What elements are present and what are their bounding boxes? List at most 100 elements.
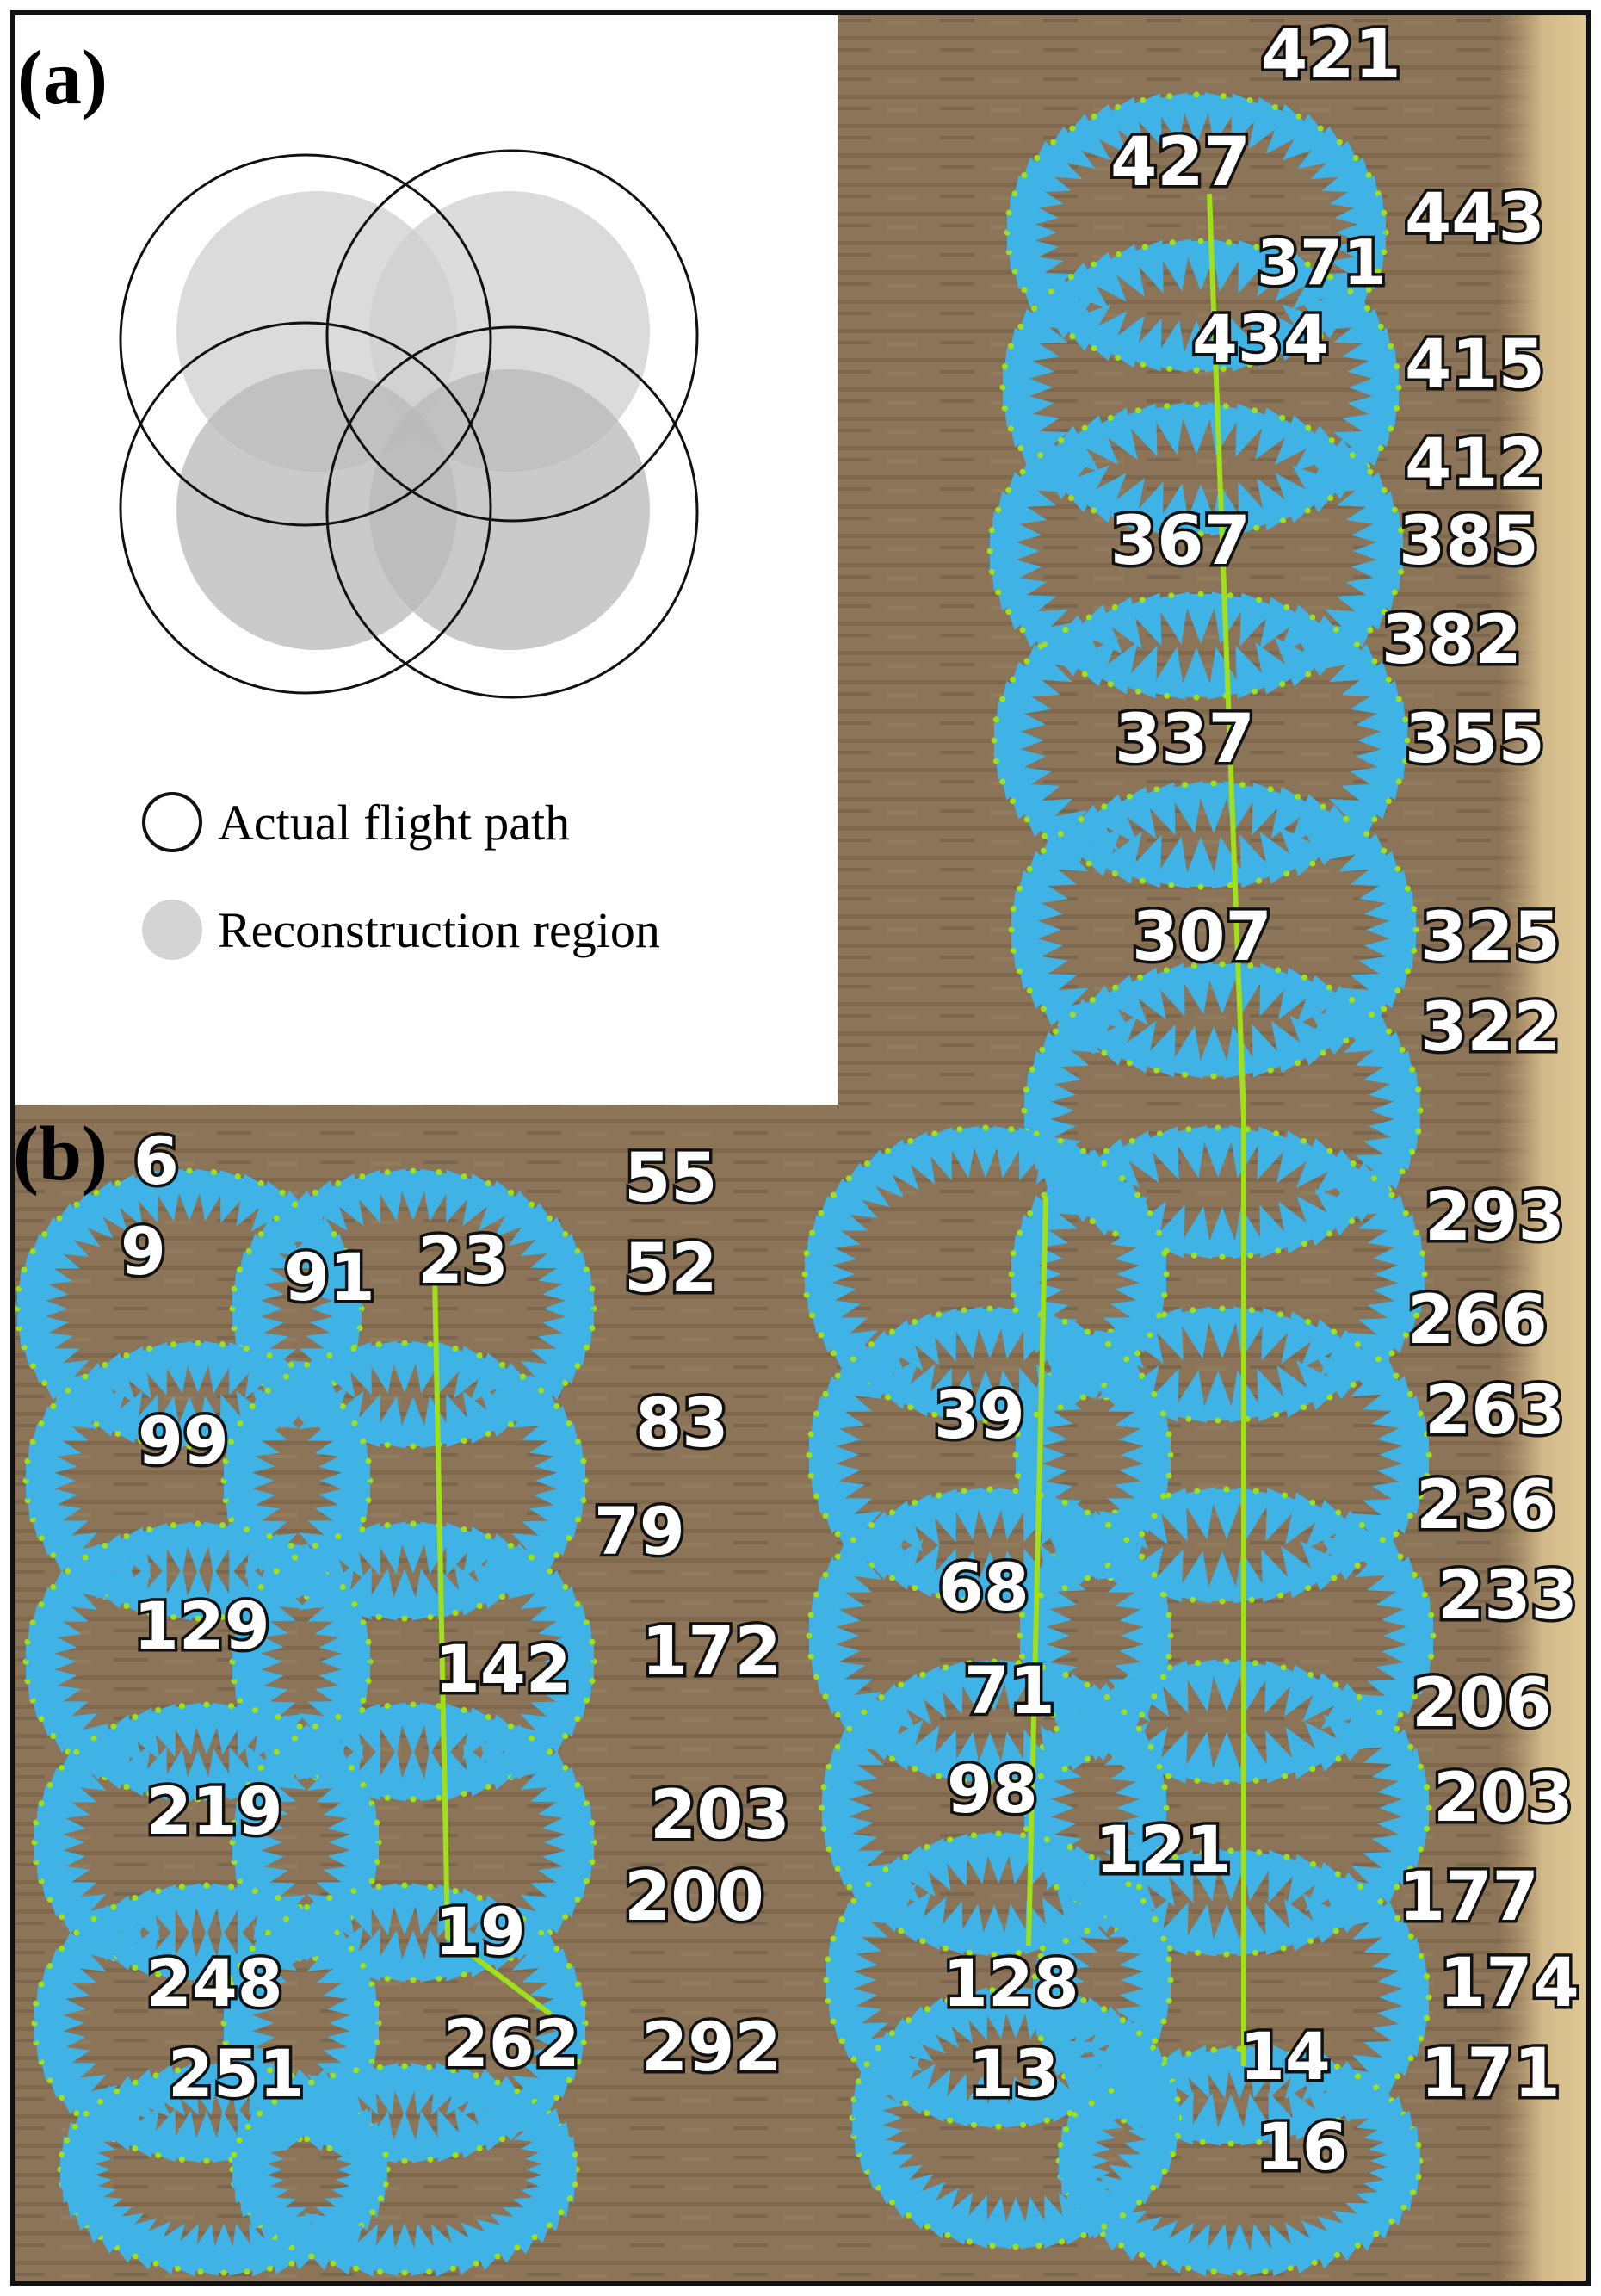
- camera-arrow: [274, 1904, 324, 1953]
- camera-position: [1336, 139, 1343, 145]
- camera-position: [65, 1387, 71, 1394]
- camera-position: [1391, 589, 1398, 596]
- camera-position: [1043, 2117, 1050, 2124]
- camera-position: [368, 1878, 375, 1884]
- camera-position: [845, 1175, 852, 1182]
- camera-position: [1271, 104, 1278, 110]
- camera-arrow: [1018, 1367, 1054, 1421]
- camera-position: [1190, 962, 1197, 969]
- camera-position: [1305, 424, 1312, 431]
- camera-position: [1053, 1884, 1060, 1891]
- waypoint-labels: 421 427 443 371 434 415 412 367 385 382 …: [118, 14, 1583, 2188]
- camera-position: [476, 2145, 483, 2151]
- camera-position: [375, 1884, 382, 1891]
- camera-position: [1010, 947, 1017, 954]
- camera-position: [1034, 155, 1041, 161]
- camera-arrow: [872, 1855, 922, 1905]
- camera-position: [203, 1701, 210, 1708]
- camera-position: [1398, 568, 1405, 575]
- camera-position: [1305, 671, 1312, 678]
- camera-arrow: [360, 1883, 398, 1936]
- legend-flight-path-swatch: [142, 792, 202, 852]
- camera-arrow: [132, 1341, 168, 1396]
- camera-position: [850, 1356, 856, 1363]
- camera-position: [195, 1796, 201, 1803]
- camera-position: [562, 1914, 569, 1920]
- camera-position: [924, 1843, 930, 1850]
- camera-position: [574, 1897, 581, 1903]
- camera-position: [971, 1832, 977, 1839]
- camera-position: [234, 1173, 241, 1179]
- camera-position: [243, 1346, 250, 1352]
- camera-position: [1301, 1137, 1307, 1144]
- camera-position: [1411, 1571, 1418, 1578]
- camera-arrow: [1179, 1659, 1217, 1712]
- camera-position: [1037, 1592, 1044, 1599]
- camera-position: [1043, 1836, 1050, 1843]
- camera-position: [1236, 2045, 1243, 2052]
- camera-arrow: [65, 1917, 118, 1962]
- camera-position: [41, 1380, 48, 1386]
- camera-position: [1393, 1531, 1400, 1538]
- camera-arrow: [1128, 2080, 1180, 2119]
- camera-position: [377, 2064, 383, 2070]
- camera-arrow: [931, 1833, 968, 1887]
- camera-position: [273, 1748, 280, 1755]
- camera-position: [1349, 452, 1356, 459]
- camera-position: [822, 1390, 829, 1397]
- camera-position: [1005, 209, 1012, 216]
- camera-position: [906, 2212, 912, 2219]
- camera-arrow: [454, 1888, 497, 1941]
- camera-position: [1136, 2199, 1143, 2206]
- camera-position: [110, 1903, 117, 1910]
- camera-position: [82, 1554, 89, 1561]
- camera-position: [1394, 363, 1400, 370]
- camera-arrow: [1094, 641, 1138, 695]
- camera-position: [999, 696, 1006, 702]
- camera-position: [820, 1825, 827, 1832]
- camera-position: [1008, 1126, 1015, 1133]
- camera-position: [589, 1638, 596, 1645]
- camera-position: [1069, 333, 1076, 340]
- camera-position: [868, 1522, 875, 1528]
- camera-arrow: [1175, 1206, 1213, 1259]
- camera-position: [1010, 798, 1017, 805]
- camera-arrow: [838, 1162, 890, 1207]
- camera-arrow: [1182, 484, 1220, 534]
- camera-position: [562, 1380, 569, 1386]
- camera-position: [1062, 1671, 1069, 1678]
- camera-position: [476, 1352, 483, 1358]
- camera-arrow: [462, 1707, 505, 1761]
- camera-position: [1101, 803, 1108, 810]
- waypoint-label: 129: [133, 1587, 270, 1664]
- waypoint-label: 68: [938, 1549, 1029, 1625]
- camera-position: [1041, 1191, 1048, 1198]
- camera-position: [377, 2195, 384, 2202]
- camera-position: [152, 2072, 159, 2079]
- camera-position: [231, 1285, 238, 1292]
- camera-position: [1061, 1585, 1068, 1592]
- camera-position: [170, 1613, 176, 1620]
- camera-position: [986, 1305, 993, 1312]
- camera-arrow: [1369, 1070, 1420, 1109]
- waypoint-label: 325: [1420, 899, 1561, 976]
- camera-position: [1331, 1328, 1338, 1335]
- camera-arrow: [1372, 1234, 1425, 1272]
- camera-position: [237, 1420, 244, 1426]
- camera-position: [288, 2244, 295, 2251]
- camera-position: [1085, 1575, 1091, 1581]
- camera-position: [566, 1963, 572, 1969]
- camera-arrow: [1265, 311, 1314, 362]
- camera-position: [1007, 425, 1014, 432]
- camera-position: [245, 1782, 252, 1788]
- camera-position: [1084, 1928, 1091, 1934]
- camera-position: [967, 1990, 973, 1997]
- camera-position: [1035, 2243, 1042, 2249]
- camera-position: [326, 1895, 333, 1901]
- camera-position: [1166, 365, 1173, 372]
- camera-arrow: [310, 1270, 362, 1309]
- camera-position: [29, 1439, 36, 1445]
- camera-position: [1139, 1711, 1146, 1718]
- camera-position: [369, 2209, 376, 2216]
- camera-position: [825, 1763, 832, 1770]
